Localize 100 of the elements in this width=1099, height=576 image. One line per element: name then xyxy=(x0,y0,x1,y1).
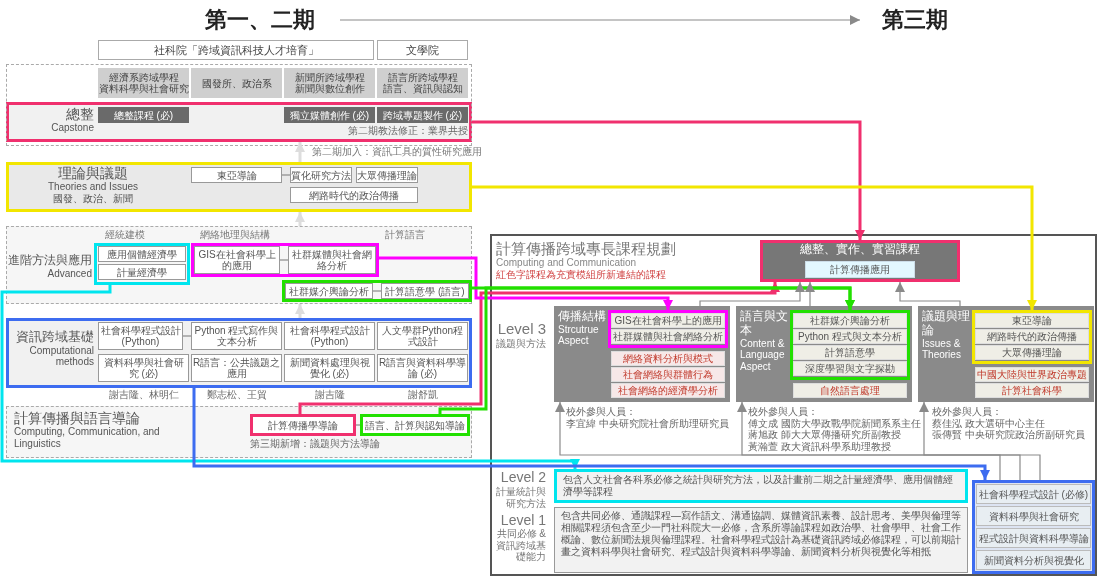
course-box: 資料科學與社會研究 xyxy=(976,506,1091,526)
course-box: 網路時代的政治傳播 xyxy=(290,187,418,203)
course-box: 社群媒介輿論分析 xyxy=(793,313,907,328)
course-box: 社會科學程式設計 (Python) xyxy=(98,322,183,350)
college-header: 文學院 xyxy=(377,40,468,60)
panel-subtitle: Strcutrue Aspect xyxy=(558,323,600,347)
course-box: 新聞資料處理與視覺化 (必) xyxy=(284,354,375,382)
capstone-panel xyxy=(760,240,960,282)
advanced-band xyxy=(6,226,472,304)
program-subtitle: 語言、資訊與認知 xyxy=(382,83,463,95)
highlight-frame xyxy=(790,310,910,380)
course-box: 計算社會科學 xyxy=(975,383,1089,398)
panel-subtitle: Issues & Theories xyxy=(922,337,962,361)
course-box: 社群媒體與社會網絡分析 xyxy=(611,329,725,344)
instructor-names: 鄭志松、王貿 xyxy=(205,389,268,401)
course-box: 計算語意學 (語言) xyxy=(381,283,469,299)
course-box: Python 程式與文本分析 xyxy=(793,329,907,344)
arrow xyxy=(0,284,580,470)
course-box: 應用個體經濟學 xyxy=(98,246,186,262)
arrow xyxy=(472,120,865,240)
band-subtitle: Advanced xyxy=(46,267,92,280)
note-text: 第二期教法修正：業界共授 xyxy=(347,125,468,137)
highlight-frame xyxy=(282,280,472,302)
program-box xyxy=(377,68,468,98)
arrow xyxy=(438,286,855,415)
connector-line xyxy=(281,174,291,176)
participant-entry: 黃瀚萱 政大資訊科學系助理教授 xyxy=(748,440,892,452)
course-box: 中國大陸與世界政治專題 xyxy=(975,367,1089,382)
course-box: 語言、計算與認知導論 xyxy=(360,414,470,436)
column-heading: 網絡地理與結構 xyxy=(200,229,271,241)
band-subtitle: Computational methods xyxy=(28,344,94,368)
connector-line xyxy=(355,424,361,426)
annotation-text: 第二期加入：資訊工具的質性研究應用 xyxy=(312,146,482,158)
program-box: 國發所、政治系 xyxy=(191,68,282,98)
course-box: 網絡資料分析與模式 xyxy=(611,351,725,366)
participant-heading: 校外參與人員： xyxy=(748,406,819,418)
course-box: R語言與資料科學導論 (必) xyxy=(377,354,468,382)
course-box: 資料科學與社會研究 (必) xyxy=(98,354,189,382)
capstone-course-box: 跨域專題製作 (必) xyxy=(377,107,468,123)
course-box: 人文學群Python程式設計 xyxy=(377,322,468,350)
course-box: 東亞導論 xyxy=(191,167,282,183)
course-box: 計算語意學 xyxy=(793,345,907,360)
highlight-frame xyxy=(972,480,1095,574)
participant-entry: 蔡佳泓 政大選研中心主任 xyxy=(932,417,1046,429)
course-box: 社會網絡的經濟學分析 xyxy=(611,383,725,398)
band-subtitle: 國發、政治、新聞 xyxy=(52,192,134,205)
course-box: 程式設計與資料科學導論 xyxy=(976,528,1091,548)
course-box: 東亞導論 xyxy=(975,313,1089,328)
course-box: 社會科學程式設計 (Python) xyxy=(284,322,375,350)
level-description-box: 包含共同必修、通識課程—寫作語文、溝通協調、媒體資訊素養、設計思考、美學與倫理等相關課程須包含至少一門社科院大一必修，含系所導論課程如政治學、社會學甲、社會工作概論、數位新聞法規與倫理課程。社會科學程式設計為基礎資訊跨域必修課程，可以前期計畫之資料科學與社會研究、程式設計與資料科學導論、新聞資料分析與視覺化等相抵 xyxy=(554,507,968,573)
course-box: 社群媒介輿論分析 xyxy=(285,283,373,299)
course-box: GIS在社會科學上的應用 xyxy=(611,313,725,328)
arrow xyxy=(805,281,815,307)
program-name: 語言所跨域學程 xyxy=(387,71,458,83)
participant-entry: 傅文成 國防大學政戰學院新聞系系主任 xyxy=(748,417,922,429)
course-box: 計量經濟學 xyxy=(98,264,186,280)
column-heading: 計算語言 xyxy=(385,229,426,241)
program-subtitle: 新聞與數位創作 xyxy=(294,83,365,95)
course-box: 大眾傳播理論 xyxy=(356,167,418,183)
arrow xyxy=(555,401,1001,481)
arrow xyxy=(737,401,1021,481)
panel-title: 總整、實作、實習課程 xyxy=(799,243,921,257)
program-box xyxy=(98,68,189,98)
highlight-frame xyxy=(608,310,728,348)
level-subtitle: 議題與方法 xyxy=(495,338,546,350)
arrow xyxy=(339,15,861,25)
level-label: Level 3 xyxy=(496,320,546,338)
module-panel xyxy=(736,306,912,402)
course-box: 深度學習與文字探勘 xyxy=(793,361,907,376)
course-box: R語言：公共議題之應用 xyxy=(191,354,282,382)
capstone-course-box: 獨立媒體創作 (必) xyxy=(284,107,375,123)
module-panel xyxy=(554,306,730,402)
instructor-names: 謝吉隆、林明仁 xyxy=(107,389,180,401)
band-subtitle: Capstone xyxy=(50,122,94,134)
band-subtitle: Theories and Issues xyxy=(46,181,140,193)
course-box: Python 程式寫作與文本分析 xyxy=(191,322,282,350)
course-box: 社會網絡與群體行為 xyxy=(611,367,725,382)
arrow xyxy=(919,401,1041,481)
level-subtitle: 計量統計與研究方法 xyxy=(495,486,546,509)
program-box xyxy=(284,68,375,98)
instructor-names: 謝舒凱 xyxy=(406,389,439,401)
level-label: Level 2 xyxy=(499,469,546,486)
connector-line xyxy=(279,259,289,261)
level-label: Level 1 xyxy=(499,512,546,528)
panel-title: 計算傳播跨域專長課程規劃 xyxy=(496,240,677,258)
arrow xyxy=(699,281,805,307)
panel-title: 傳播結構 xyxy=(558,310,607,324)
theory-band xyxy=(6,162,472,212)
panel-note: 紅色字課程為充實模組所新連結的課程 xyxy=(496,268,667,281)
band-title: 總整 xyxy=(65,106,94,123)
participant-heading: 校外參與人員： xyxy=(932,406,1003,418)
band-subtitle: Computing, Communication, and Linguistics xyxy=(14,426,161,450)
module-panel xyxy=(918,306,1094,402)
arrow xyxy=(295,304,305,318)
course-box: 社會科學程式設計 (必修) xyxy=(976,484,1091,504)
panel-subtitle: Computing and Communication xyxy=(496,257,638,269)
panel-title: 語言與文本 xyxy=(740,310,789,338)
program-subtitle: 資料科學與社會研究 xyxy=(98,83,189,95)
course-box: 計算傳播應用 xyxy=(805,261,915,278)
instructor-names: 謝吉隆 xyxy=(313,389,346,401)
